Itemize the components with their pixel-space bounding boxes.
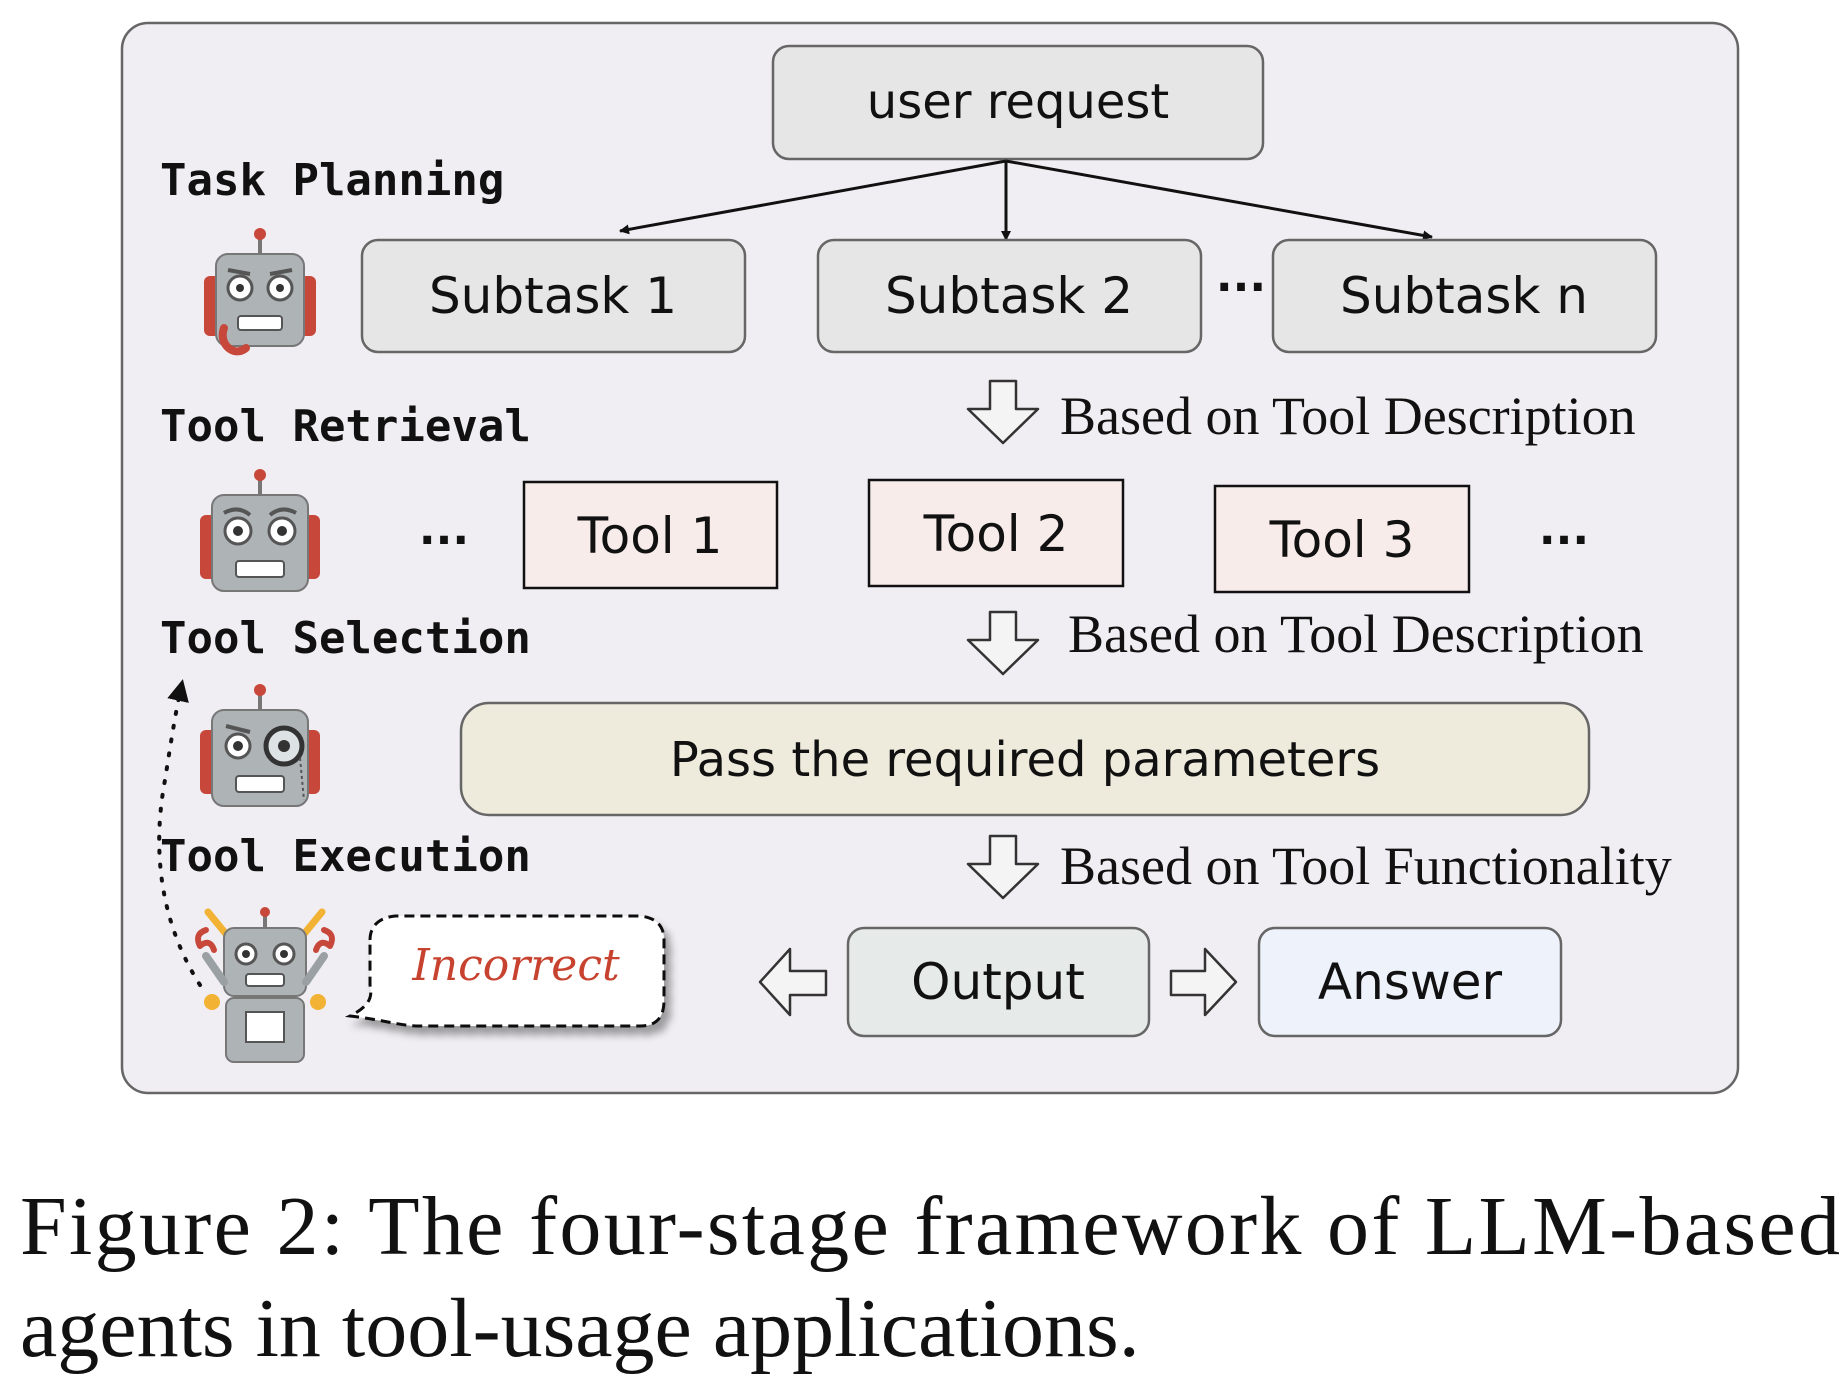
- tool-1-label: Tool 1: [577, 507, 723, 565]
- subtask-ellipsis: ···: [1216, 262, 1266, 313]
- tool-2-box: Tool 2: [867, 478, 1125, 588]
- down-arrow-selection: [966, 610, 1040, 676]
- retrieval-arrow-label: Based on Tool Description: [1060, 386, 1636, 446]
- parameters-box: Pass the required parameters: [459, 701, 1591, 817]
- robot-execution-icon: [195, 907, 335, 1063]
- tool-1-box: Tool 1: [522, 480, 779, 590]
- arrow-to-subtask-1: [619, 159, 1007, 235]
- caption-line-1: Figure 2: The four-stage framework of LL…: [20, 1180, 1840, 1273]
- subtask-1-label: Subtask 1: [429, 267, 677, 325]
- arrow-to-subtask-n: [1005, 159, 1433, 241]
- incorrect-text: Incorrect: [411, 940, 620, 991]
- output-label: Output: [911, 953, 1085, 1011]
- answer-box: Answer: [1257, 926, 1563, 1038]
- execution-arrow-label: Based on Tool Functionality: [1060, 836, 1672, 896]
- stage-tool-execution: Tool Execution: [160, 831, 531, 882]
- user-request-label: user request: [867, 74, 1169, 130]
- robot-selection-icon: [200, 684, 320, 807]
- stage-tool-retrieval: Tool Retrieval: [160, 401, 531, 452]
- down-arrow-execution: [966, 834, 1040, 900]
- right-arrow-to-answer: [1169, 947, 1238, 1017]
- tool-3-box: Tool 3: [1213, 484, 1471, 594]
- subtask-1-box: Subtask 1: [360, 238, 747, 354]
- output-box: Output: [846, 926, 1151, 1038]
- user-request-node: user request: [771, 44, 1265, 161]
- subtask-2-box: Subtask 2: [816, 238, 1203, 354]
- subtask-n-label: Subtask n: [1340, 267, 1588, 325]
- robot-retrieval-icon: [200, 469, 320, 592]
- robot-planning-icon: [204, 228, 316, 356]
- caption-line-2: agents in tool-usage applications.: [20, 1282, 1140, 1375]
- selection-arrow-label: Based on Tool Description: [1068, 604, 1644, 664]
- subtask-2-label: Subtask 2: [885, 267, 1133, 325]
- down-arrow-retrieval: [966, 379, 1040, 445]
- feedback-dotted-arrow: [157, 679, 202, 987]
- stage-task-planning: Task Planning: [160, 155, 504, 206]
- stage-tool-selection: Tool Selection: [160, 613, 531, 664]
- subtask-n-box: Subtask n: [1271, 238, 1658, 354]
- parameters-label: Pass the required parameters: [670, 732, 1380, 788]
- tool-2-label: Tool 2: [923, 505, 1069, 563]
- answer-label: Answer: [1318, 953, 1503, 1011]
- tool-ellipsis-right: ···: [1539, 515, 1589, 566]
- tool-3-label: Tool 3: [1269, 511, 1415, 569]
- left-arrow-to-feedback: [758, 947, 828, 1017]
- incorrect-bubble: Incorrect: [344, 914, 666, 1028]
- tool-ellipsis-left: ···: [419, 515, 469, 566]
